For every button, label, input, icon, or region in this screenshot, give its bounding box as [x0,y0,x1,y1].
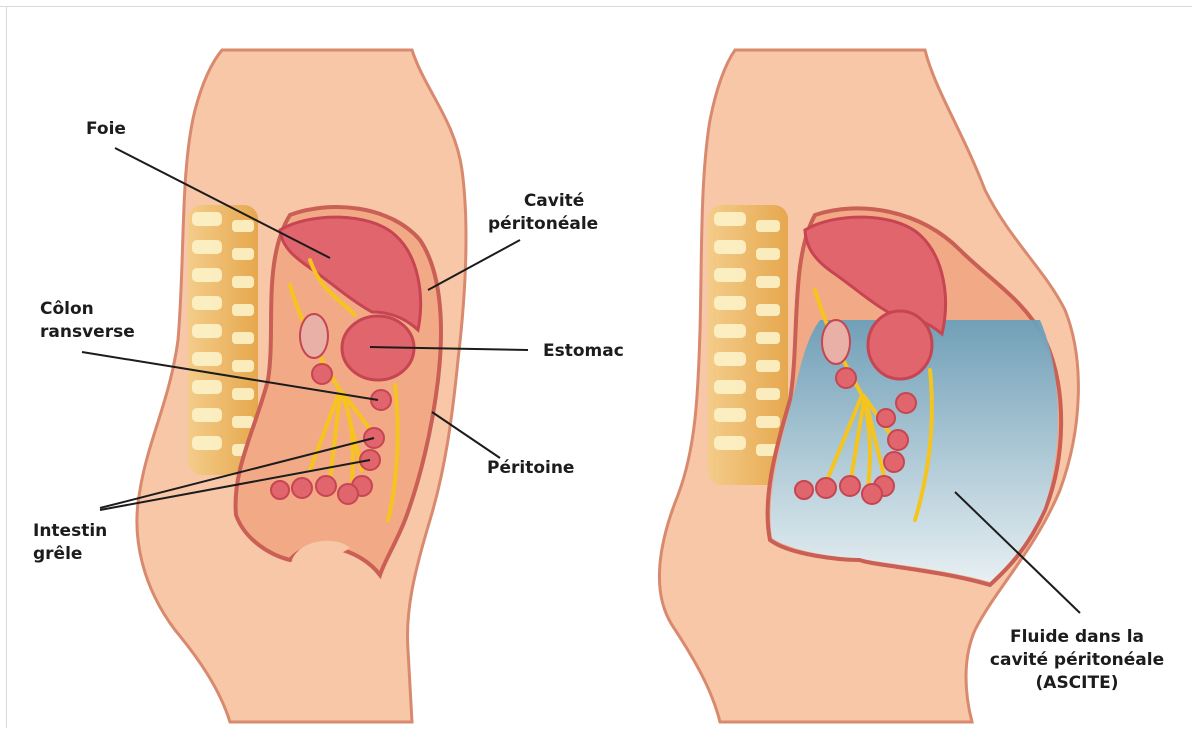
label-intestin-line1: Intestin [33,520,107,543]
label-foie: Foie [86,118,126,141]
ascites-abdomen-figure [659,50,1078,722]
label-peritoine: Péritoine [487,457,574,480]
label-colon-transverse: Côlon ransverse [40,298,135,344]
label-colon-line1: Côlon [40,298,135,321]
frame-top [0,6,1192,7]
label-fluide-ascite: Fluide dans la cavité péritonéale (ASCIT… [977,626,1177,695]
label-colon-line2: ransverse [40,321,135,344]
stomach-right [868,311,932,379]
label-cavite-line2: péritonéale [488,213,598,236]
label-fluide-line3: (ASCITE) [977,672,1177,695]
label-intestin-line2: grêle [33,543,107,566]
label-intestin-grele: Intestin grêle [33,520,107,566]
spine-left [188,205,258,475]
frame-left [6,6,7,728]
label-estomac: Estomac [543,340,624,363]
normal-abdomen-figure [137,50,466,722]
label-fluide-line2: cavité péritonéale [977,649,1177,672]
label-fluide-line1: Fluide dans la [977,626,1177,649]
label-cavite-line1: Cavité [488,190,598,213]
label-cavite-peritoneale: Cavité péritonéale [488,190,598,236]
